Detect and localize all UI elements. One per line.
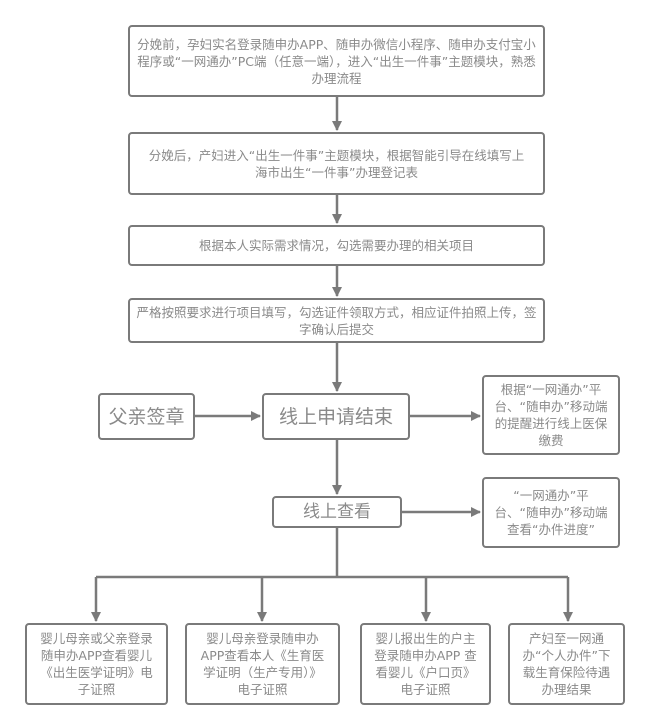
node-father-stamp: 父亲签章 (98, 393, 195, 440)
node-result-household: 婴儿报出生的户主登录随申办APP 查看婴儿《户口页》电子证照 (360, 623, 491, 705)
node-online-view: 线上查看 (272, 496, 402, 528)
node-medical-insurance-payment: 根据“一网通办”平台、“随申办”移动端的提醒进行线上医保缴费 (482, 375, 620, 455)
node-result-mother-cert: 婴儿母亲登录随申办APP查看本人《生育医学证明（生产专用）》电子证照 (185, 623, 340, 705)
node-result-mother-cert-text: 婴儿母亲登录随申办APP查看本人《生育医学证明（生产专用）》电子证照 (200, 631, 325, 697)
node-result-birth-cert: 婴儿母亲或父亲登录随申办APP查看婴儿《出生医学证明》电子证照 (25, 623, 168, 705)
node-progress-view-text: “一网通办”平台、“随申办”移动端查看“办件进度” (494, 488, 608, 537)
node-result-maternity-insurance-text: 产妇至一网通办“个人办件”下载生育保险待遇办理结果 (522, 631, 611, 697)
node-step2-text: 分娩后，产妇进入“出生一件事”主题模块，根据智能引导在线填写上海市出生“一件事”… (148, 147, 525, 180)
node-step3-select-items: 根据本人实际需求情况，勾选需要办理的相关项目 (128, 225, 545, 266)
node-father-stamp-text: 父亲签章 (108, 405, 185, 428)
node-result-maternity-insurance: 产妇至一网通办“个人办件”下载生育保险待遇办理结果 (508, 623, 625, 705)
node-online-view-text: 线上查看 (303, 502, 371, 522)
node-step2-post-delivery-form: 分娩后，产妇进入“出生一件事”主题模块，根据智能引导在线填写上海市出生“一件事”… (128, 132, 545, 195)
node-application-end: 线上申请结束 (262, 393, 410, 440)
node-step1-pre-delivery-login: 分娩前，孕妇实名登录随申办APP、随申办微信小程序、随申办支付宝小程序或“一网通… (128, 25, 545, 97)
node-step4-fill-and-submit: 严格按照要求进行项目填写，勾选证件领取方式，相应证件拍照上传，签字确认后提交 (128, 298, 545, 343)
node-result-household-text: 婴儿报出生的户主登录随申办APP 查看婴儿《户口页》电子证照 (374, 631, 477, 697)
node-step1-text: 分娩前，孕妇实名登录随申办APP、随申办微信小程序、随申办支付宝小程序或“一网通… (137, 36, 536, 86)
node-medical-insurance-text: 根据“一网通办”平台、“随申办”移动端的提醒进行线上医保缴费 (494, 382, 608, 448)
node-progress-view: “一网通办”平台、“随申办”移动端查看“办件进度” (482, 477, 620, 548)
node-step3-text: 根据本人实际需求情况，勾选需要办理的相关项目 (198, 238, 474, 253)
node-step4-text: 严格按照要求进行项目填写，勾选证件领取方式，相应证件拍照上传，签字确认后提交 (136, 304, 537, 337)
node-application-end-text: 线上申请结束 (278, 405, 393, 428)
node-result-birth-cert-text: 婴儿母亲或父亲登录随申办APP查看婴儿《出生医学证明》电子证照 (40, 631, 153, 697)
